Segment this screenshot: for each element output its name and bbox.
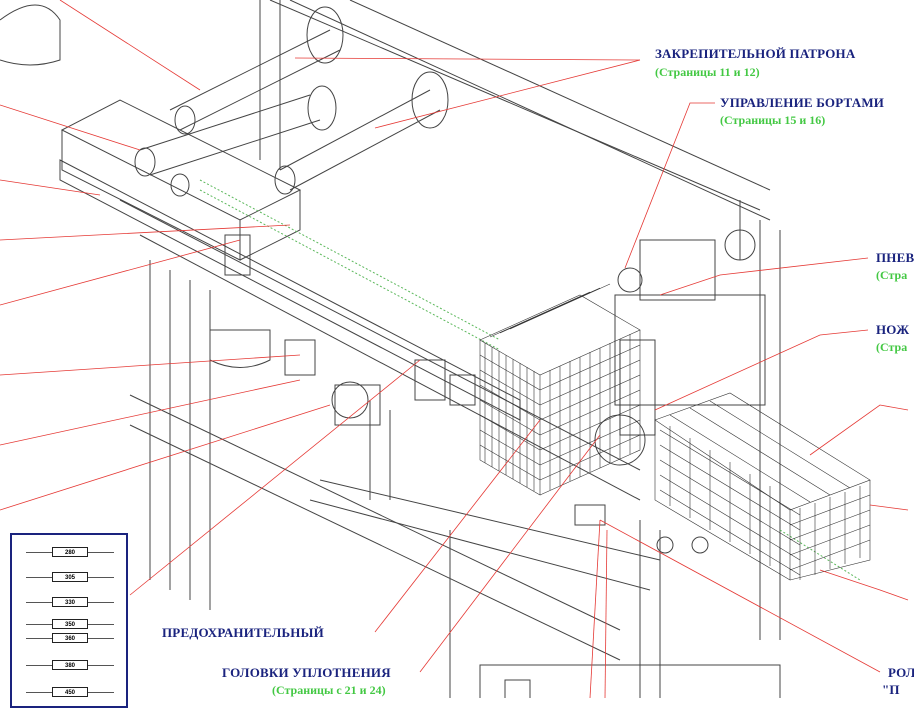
label-edge-control-pages: (Страницы 15 и 16) — [720, 113, 826, 127]
scale-value: 450 — [52, 687, 88, 697]
scale-value: 380 — [52, 660, 88, 670]
label-chuck-title: ЗАКРЕПИТЕЛЬНОЙ ПАТРОНА — [655, 46, 856, 61]
scale-value: 305 — [52, 572, 88, 582]
scale-value: 350 — [52, 619, 88, 629]
scale-value: 280 — [52, 547, 88, 557]
label-pneumatic-title: ПНЕВ — [876, 250, 914, 265]
label-edge-control-title: УПРАВЛЕНИЕ БОРТАМИ — [720, 95, 885, 110]
label-sealing-heads-title: ГОЛОВКИ УПЛОТНЕНИЯ — [222, 665, 391, 680]
label-sealing-heads-pages: (Страницы с 21 и 24) — [272, 683, 386, 697]
label-safety-title: ПРЕДОХРАНИТЕЛЬНЫЙ — [162, 625, 324, 640]
label-rollers-quote: "П — [882, 682, 900, 697]
scale-value: 360 — [52, 633, 88, 643]
label-chuck-pages: (Страницы 11 и 12) — [655, 65, 760, 79]
label-rollers-title: РОЛ — [888, 665, 914, 680]
label-knives-pages: (Стра — [876, 340, 908, 354]
scale-value: 330 — [52, 597, 88, 607]
label-knives-title: НОЖ — [876, 322, 910, 337]
size-scale-panel: 280 305 330 350 360 380 450 — [10, 533, 128, 708]
label-pneumatic-pages: (Стра — [876, 268, 908, 282]
